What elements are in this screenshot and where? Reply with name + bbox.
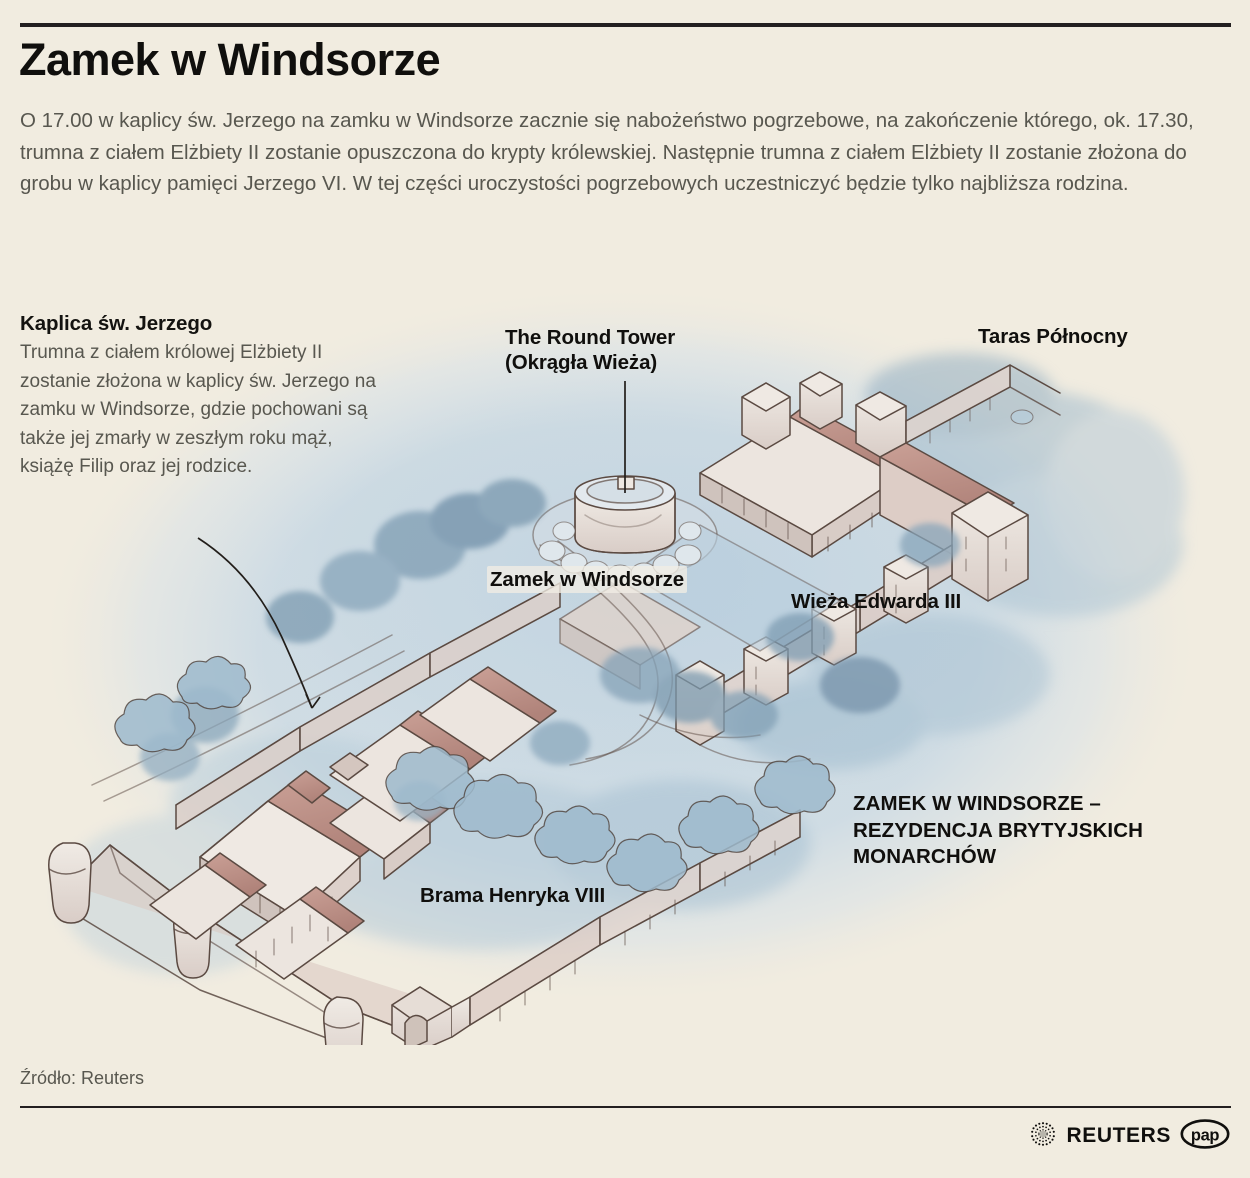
windsor-castle-illustration — [0, 245, 1250, 1045]
bottom-divider — [20, 1106, 1231, 1108]
svg-text:pap: pap — [1191, 1126, 1219, 1144]
map-label-round-tower: The Round Tower (Okrągła Wieża) — [505, 326, 676, 375]
reuters-sunburst-icon — [1029, 1120, 1057, 1153]
page-title: Zamek w Windsorze — [19, 34, 441, 85]
south-curtain-wall — [469, 809, 801, 1026]
intro-paragraph: O 17.00 w kaplicy św. Jerzego na zamku w… — [20, 109, 1194, 195]
reuters-wordmark: REUTERS — [1066, 1124, 1171, 1147]
st-georges-chapel-and-lower-ward — [149, 582, 561, 980]
annotation-chapel-body: Trumna z ciałem królowej Elżbiety II zos… — [20, 342, 376, 477]
trees — [114, 479, 960, 893]
map-label-north-terrace: Taras Północny — [978, 325, 1128, 348]
top-divider — [20, 23, 1231, 27]
pap-logo: pap — [1180, 1118, 1230, 1154]
map-label-castle: Zamek w Windsorze — [487, 566, 688, 594]
chapel-leader-line — [197, 537, 321, 709]
source-credit: Źródło: Reuters — [20, 1068, 145, 1088]
logo-group: REUTERS pap — [1029, 1118, 1230, 1154]
map-label-henry-gate: Brama Henryka VIII — [420, 884, 606, 907]
annotation-chapel: Kaplica św. Jerzego Trumna z ciałem król… — [20, 312, 380, 482]
castle-complex — [48, 364, 1061, 1045]
upper-ward-north-range — [699, 364, 1061, 558]
annotation-chapel-heading: Kaplica św. Jerzego — [20, 312, 213, 335]
terrace-pond — [1010, 409, 1034, 425]
map-label-edward-tower: Wieża Edwarda III — [791, 590, 962, 613]
map-caption: ZAMEK W WINDSORZE – REZYDENCJA BRYTYJSKI… — [853, 792, 1144, 868]
